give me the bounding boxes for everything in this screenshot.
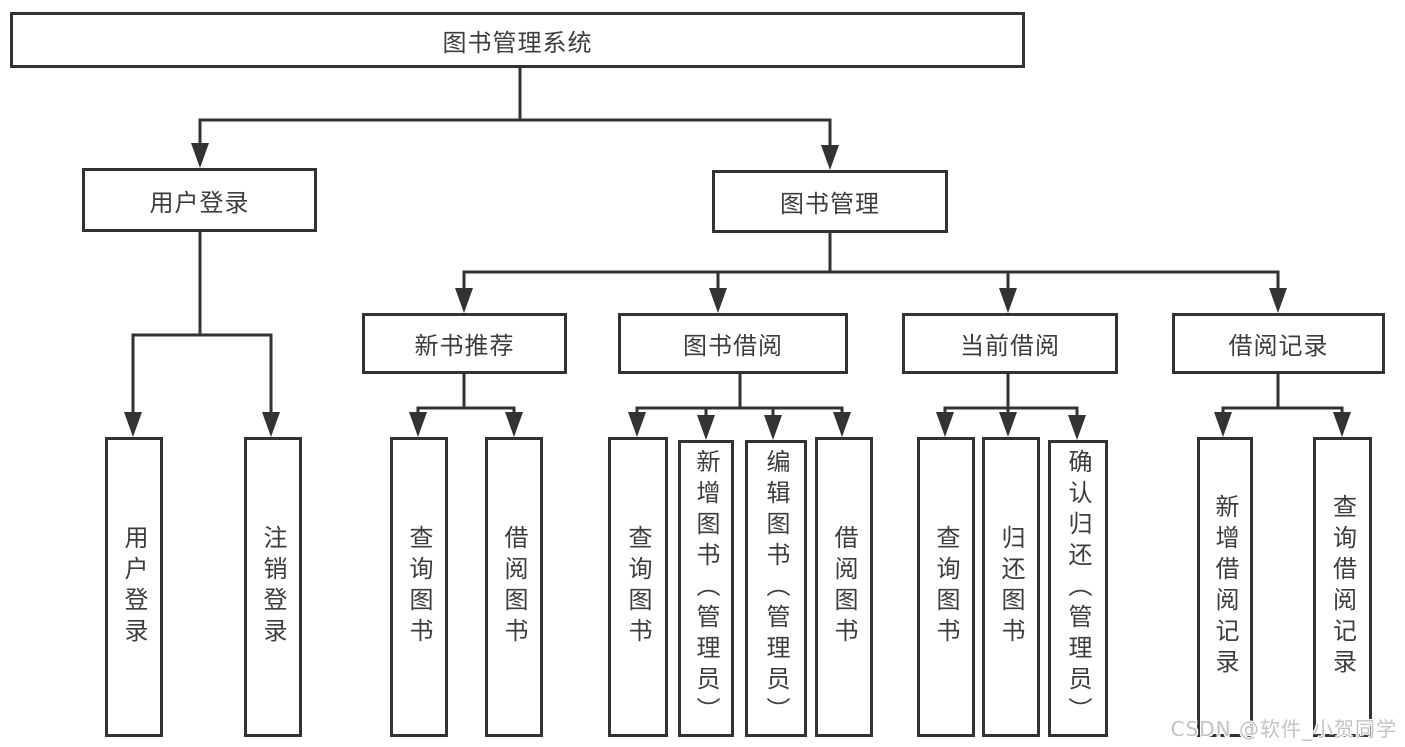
csdn-watermark: CSDN @软件_小贺同学 xyxy=(1170,717,1397,741)
leaf-newbook-query-books-label: 查询图书 xyxy=(405,525,433,649)
leaf-current-query-books: 查询图书 xyxy=(917,437,975,737)
leaf-borrowing-add-books-admin-label: 新增图书（管理员） xyxy=(692,449,720,728)
leaf-borrowing-borrow-books: 借阅图书 xyxy=(815,437,873,737)
leaf-newbook-borrow-books: 借阅图书 xyxy=(485,437,543,737)
leaf-current-return-books-label: 归还图书 xyxy=(997,525,1025,649)
leaf-borrowing-query-books: 查询图书 xyxy=(608,437,668,737)
node-current-borrowing-label: 当前借阅 xyxy=(960,332,1060,360)
leaf-newbook-query-books: 查询图书 xyxy=(390,437,448,737)
node-new-book-recommend-label: 新书推荐 xyxy=(414,332,515,360)
node-new-book-recommend: 新书推荐 xyxy=(362,313,567,374)
node-library-management-system: 图书管理系统 xyxy=(10,12,1025,68)
leaf-current-query-books-label: 查询图书 xyxy=(932,525,960,649)
leaf-borrowing-query-books-label: 查询图书 xyxy=(624,525,652,649)
leaf-current-return-books: 归还图书 xyxy=(982,437,1040,737)
node-book-management-label: 图书管理 xyxy=(780,190,880,218)
leaf-current-confirm-return-admin: 确认归还（管理员） xyxy=(1048,440,1108,737)
node-library-management-system-label: 图书管理系统 xyxy=(442,28,593,57)
leaf-records-query-record: 查询借阅记录 xyxy=(1313,437,1372,737)
leaf-current-confirm-return-admin-label: 确认归还（管理员） xyxy=(1064,449,1092,728)
leaf-borrowing-borrow-books-label: 借阅图书 xyxy=(830,525,858,649)
arrowheads xyxy=(124,143,1351,440)
node-borrowing-records: 借阅记录 xyxy=(1172,313,1385,374)
leaf-user-login: 用户登录 xyxy=(105,437,163,737)
node-current-borrowing: 当前借阅 xyxy=(902,313,1118,374)
node-book-management: 图书管理 xyxy=(712,170,948,233)
leaf-logout: 注销登录 xyxy=(244,437,302,737)
leaf-user-login-label: 用户登录 xyxy=(120,525,148,649)
leaf-newbook-borrow-books-label: 借阅图书 xyxy=(500,525,528,649)
leaf-borrowing-edit-books-admin-label: 编辑图书（管理员） xyxy=(762,449,790,728)
node-user-login-label: 用户登录 xyxy=(149,188,250,217)
node-book-borrowing: 图书借阅 xyxy=(618,313,848,374)
leaf-borrowing-add-books-admin: 新增图书（管理员） xyxy=(678,440,734,737)
leaf-logout-label: 注销登录 xyxy=(259,525,287,649)
node-borrowing-records-label: 借阅记录 xyxy=(1228,332,1329,360)
leaf-records-query-record-label: 查询借阅记录 xyxy=(1328,494,1357,680)
leaf-records-add-record-label: 新增借阅记录 xyxy=(1211,494,1239,680)
leaf-records-add-record: 新增借阅记录 xyxy=(1197,437,1253,737)
node-user-login: 用户登录 xyxy=(82,168,317,232)
leaf-borrowing-edit-books-admin: 编辑图书（管理员） xyxy=(745,440,807,737)
node-book-borrowing-label: 图书借阅 xyxy=(683,332,783,360)
